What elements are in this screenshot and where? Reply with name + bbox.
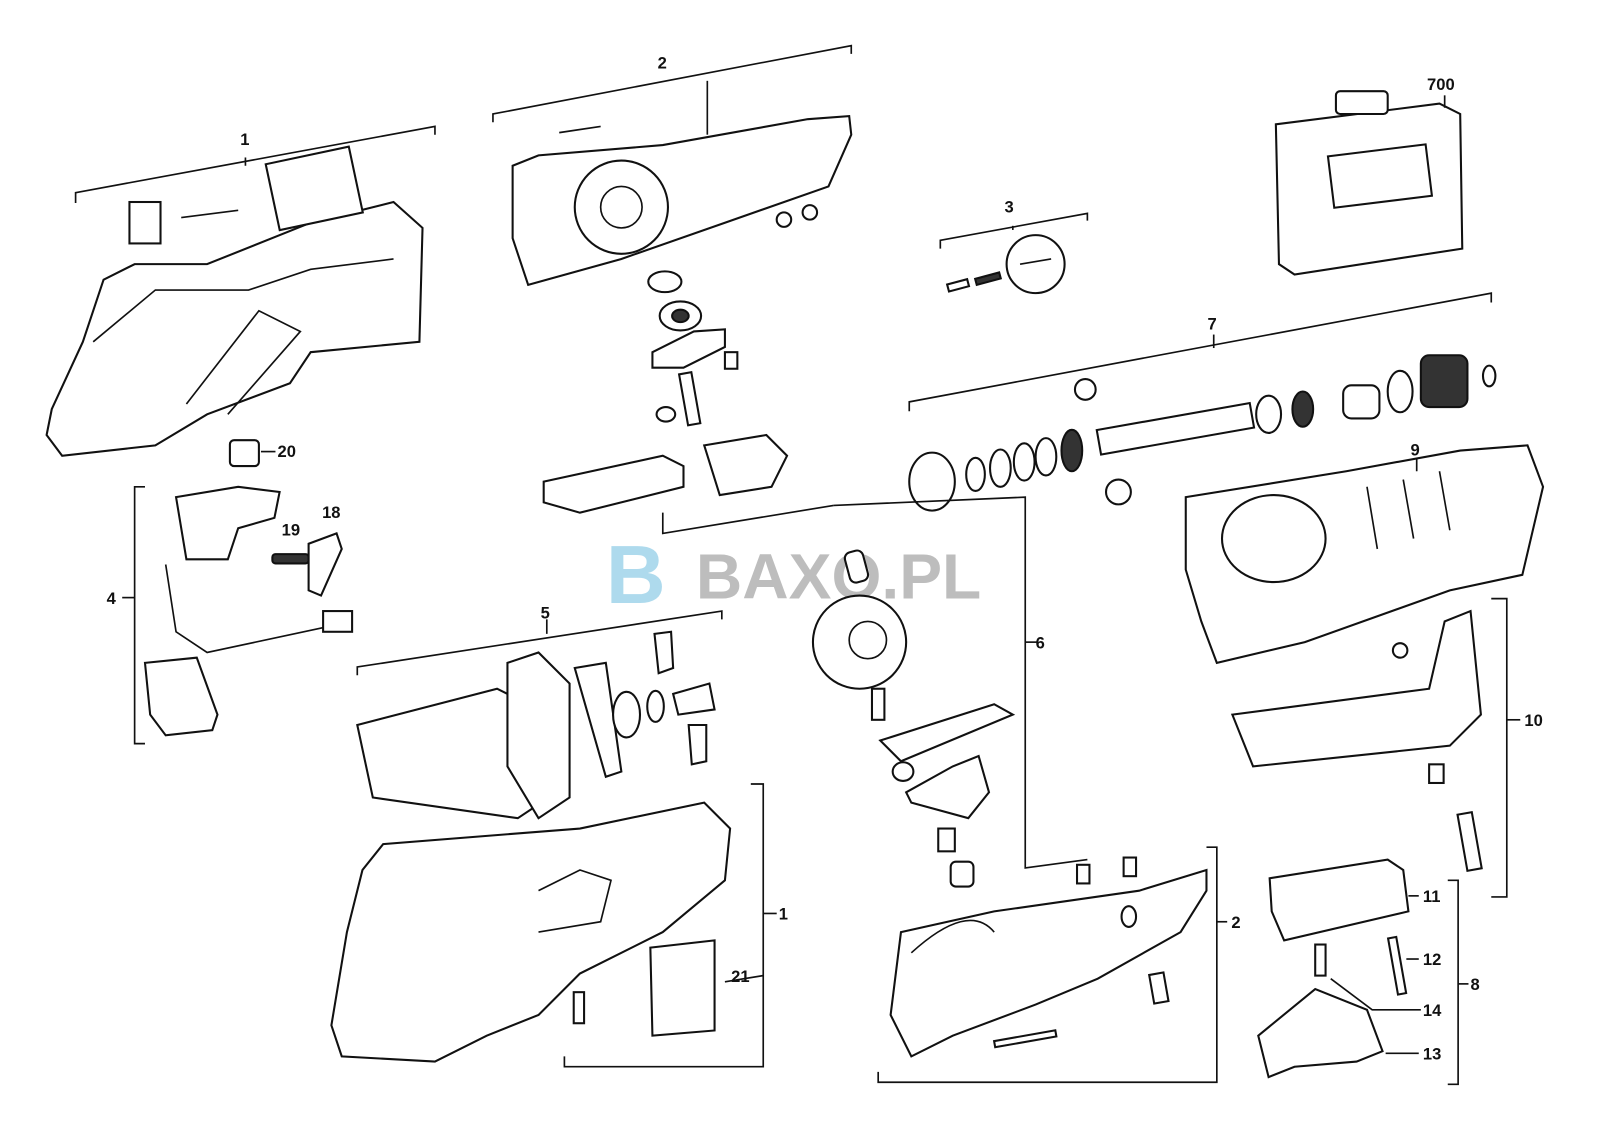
switch-knob	[128, 200, 162, 245]
housing-half-top	[45, 125, 436, 457]
housing-half-bottom	[330, 783, 777, 1068]
sleeve-part	[228, 439, 260, 468]
part-label-3: 3	[1005, 197, 1014, 216]
blade-clamp-assembly	[939, 212, 1089, 295]
gear-housing-top	[492, 44, 853, 535]
part-label-6: 6	[1036, 633, 1045, 652]
part-label-2-bottom: 2	[1231, 913, 1240, 932]
part-label-14: 14	[1423, 1001, 1442, 1020]
shoe-assembly	[1230, 597, 1521, 898]
front-cover	[1184, 444, 1545, 665]
label-plate	[264, 145, 365, 232]
case-handle	[1334, 90, 1389, 116]
part-label-5: 5	[541, 603, 550, 622]
part-label-18: 18	[322, 503, 340, 522]
part-label-13: 13	[1423, 1044, 1441, 1063]
shoe-cover-part	[1257, 987, 1384, 1079]
part-label-12: 12	[1423, 950, 1441, 969]
part-label-1-top: 1	[240, 130, 249, 149]
part-label-8: 8	[1471, 975, 1480, 994]
spindle-assembly	[908, 292, 1497, 512]
drive-assembly	[811, 496, 1088, 888]
part-label-4: 4	[107, 589, 117, 608]
lever-part	[307, 532, 343, 597]
shoe-group	[1257, 858, 1469, 1086]
part-label-21: 21	[731, 967, 749, 986]
spring-part	[271, 553, 310, 565]
carry-case	[1274, 90, 1464, 276]
part-label-7: 7	[1208, 314, 1217, 333]
part-label-700: 700	[1427, 75, 1455, 94]
part-label-2-top: 2	[658, 53, 667, 72]
part-label-19: 19	[282, 520, 300, 539]
shoe-plate-part	[1268, 858, 1410, 942]
watermark: B BAXO.PL	[606, 528, 981, 621]
plunger	[542, 454, 685, 514]
washer	[647, 270, 683, 294]
part-label-20: 20	[278, 442, 296, 461]
part-label-10: 10	[1524, 711, 1542, 730]
motor-assembly	[356, 610, 723, 820]
part-label-11: 11	[1423, 887, 1441, 906]
part-label-9: 9	[1410, 441, 1419, 460]
nameplate-part	[649, 939, 716, 1037]
switch-assembly	[122, 485, 354, 745]
blade-clamp	[702, 433, 789, 497]
gear-housing-bottom	[877, 846, 1228, 1084]
watermark-logo: B	[606, 528, 666, 621]
bearing-plate	[651, 328, 726, 369]
part-label-1-bottom: 1	[779, 905, 788, 924]
